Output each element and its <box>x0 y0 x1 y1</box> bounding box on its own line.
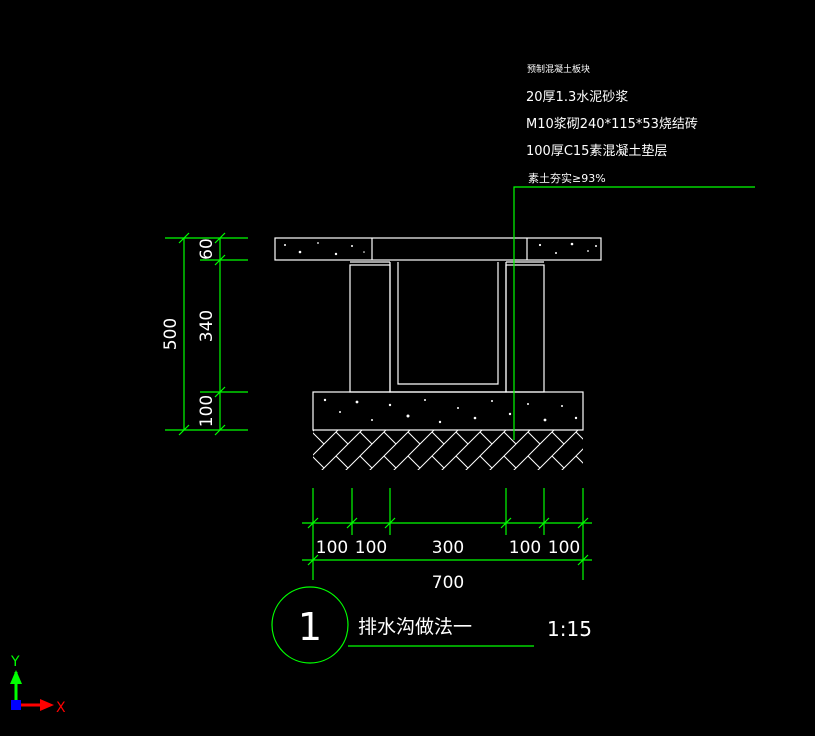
title-block: 1 排水沟做法一 1:15 <box>271 586 592 664</box>
concrete-cushion <box>312 391 584 431</box>
detail-circle <box>271 586 349 664</box>
channel-lining <box>397 262 499 385</box>
drain-section <box>274 237 602 470</box>
dim-left-top: 60 <box>197 238 217 260</box>
dim-bottom-1: 100 <box>316 538 348 558</box>
dim-bottom-4: 100 <box>509 538 541 558</box>
left-dimensions: 500 60 340 100 <box>161 232 248 436</box>
precast-slab <box>274 237 602 261</box>
dim-bottom-3: 300 <box>432 538 464 558</box>
detail-title: 排水沟做法一 <box>358 616 472 638</box>
annot-line-1: 预制混凝土板块 <box>527 63 590 75</box>
leader <box>513 186 755 440</box>
dim-left-mid: 340 <box>197 310 217 342</box>
detail-number: 1 <box>298 605 322 649</box>
dim-bottom-5: 100 <box>548 538 580 558</box>
dim-bottom-2: 100 <box>355 538 387 558</box>
rammed-earth <box>313 430 583 470</box>
slab-speckle <box>284 242 597 256</box>
ucs-y-label: Y <box>10 654 20 670</box>
right-brick-wall <box>505 264 545 393</box>
annot-line-3: M10浆砌240*115*53烧结砖 <box>526 117 698 132</box>
dim-left-bottom: 100 <box>197 395 217 427</box>
cushion-speckle <box>323 398 578 424</box>
ucs-x-label: X <box>56 700 66 716</box>
dim-bottom-total: 700 <box>432 573 464 593</box>
annotation-stack: 预制混凝土板块 20厚1.3水泥砂浆 M10浆砌240*115*53烧结砖 10… <box>526 63 698 185</box>
ucs-origin <box>11 700 21 710</box>
dim-left-total: 500 <box>161 318 181 350</box>
annot-line-2: 20厚1.3水泥砂浆 <box>526 90 628 105</box>
detail-scale: 1:15 <box>547 617 592 641</box>
annot-line-5: 素土夯实≥93% <box>528 171 606 185</box>
left-brick-wall <box>349 264 391 393</box>
ucs-icon: Y X <box>10 654 66 716</box>
annot-line-4: 100厚C15素混凝土垫层 <box>526 143 667 159</box>
bottom-dimensions: 100 100 300 100 100 700 <box>302 488 592 593</box>
